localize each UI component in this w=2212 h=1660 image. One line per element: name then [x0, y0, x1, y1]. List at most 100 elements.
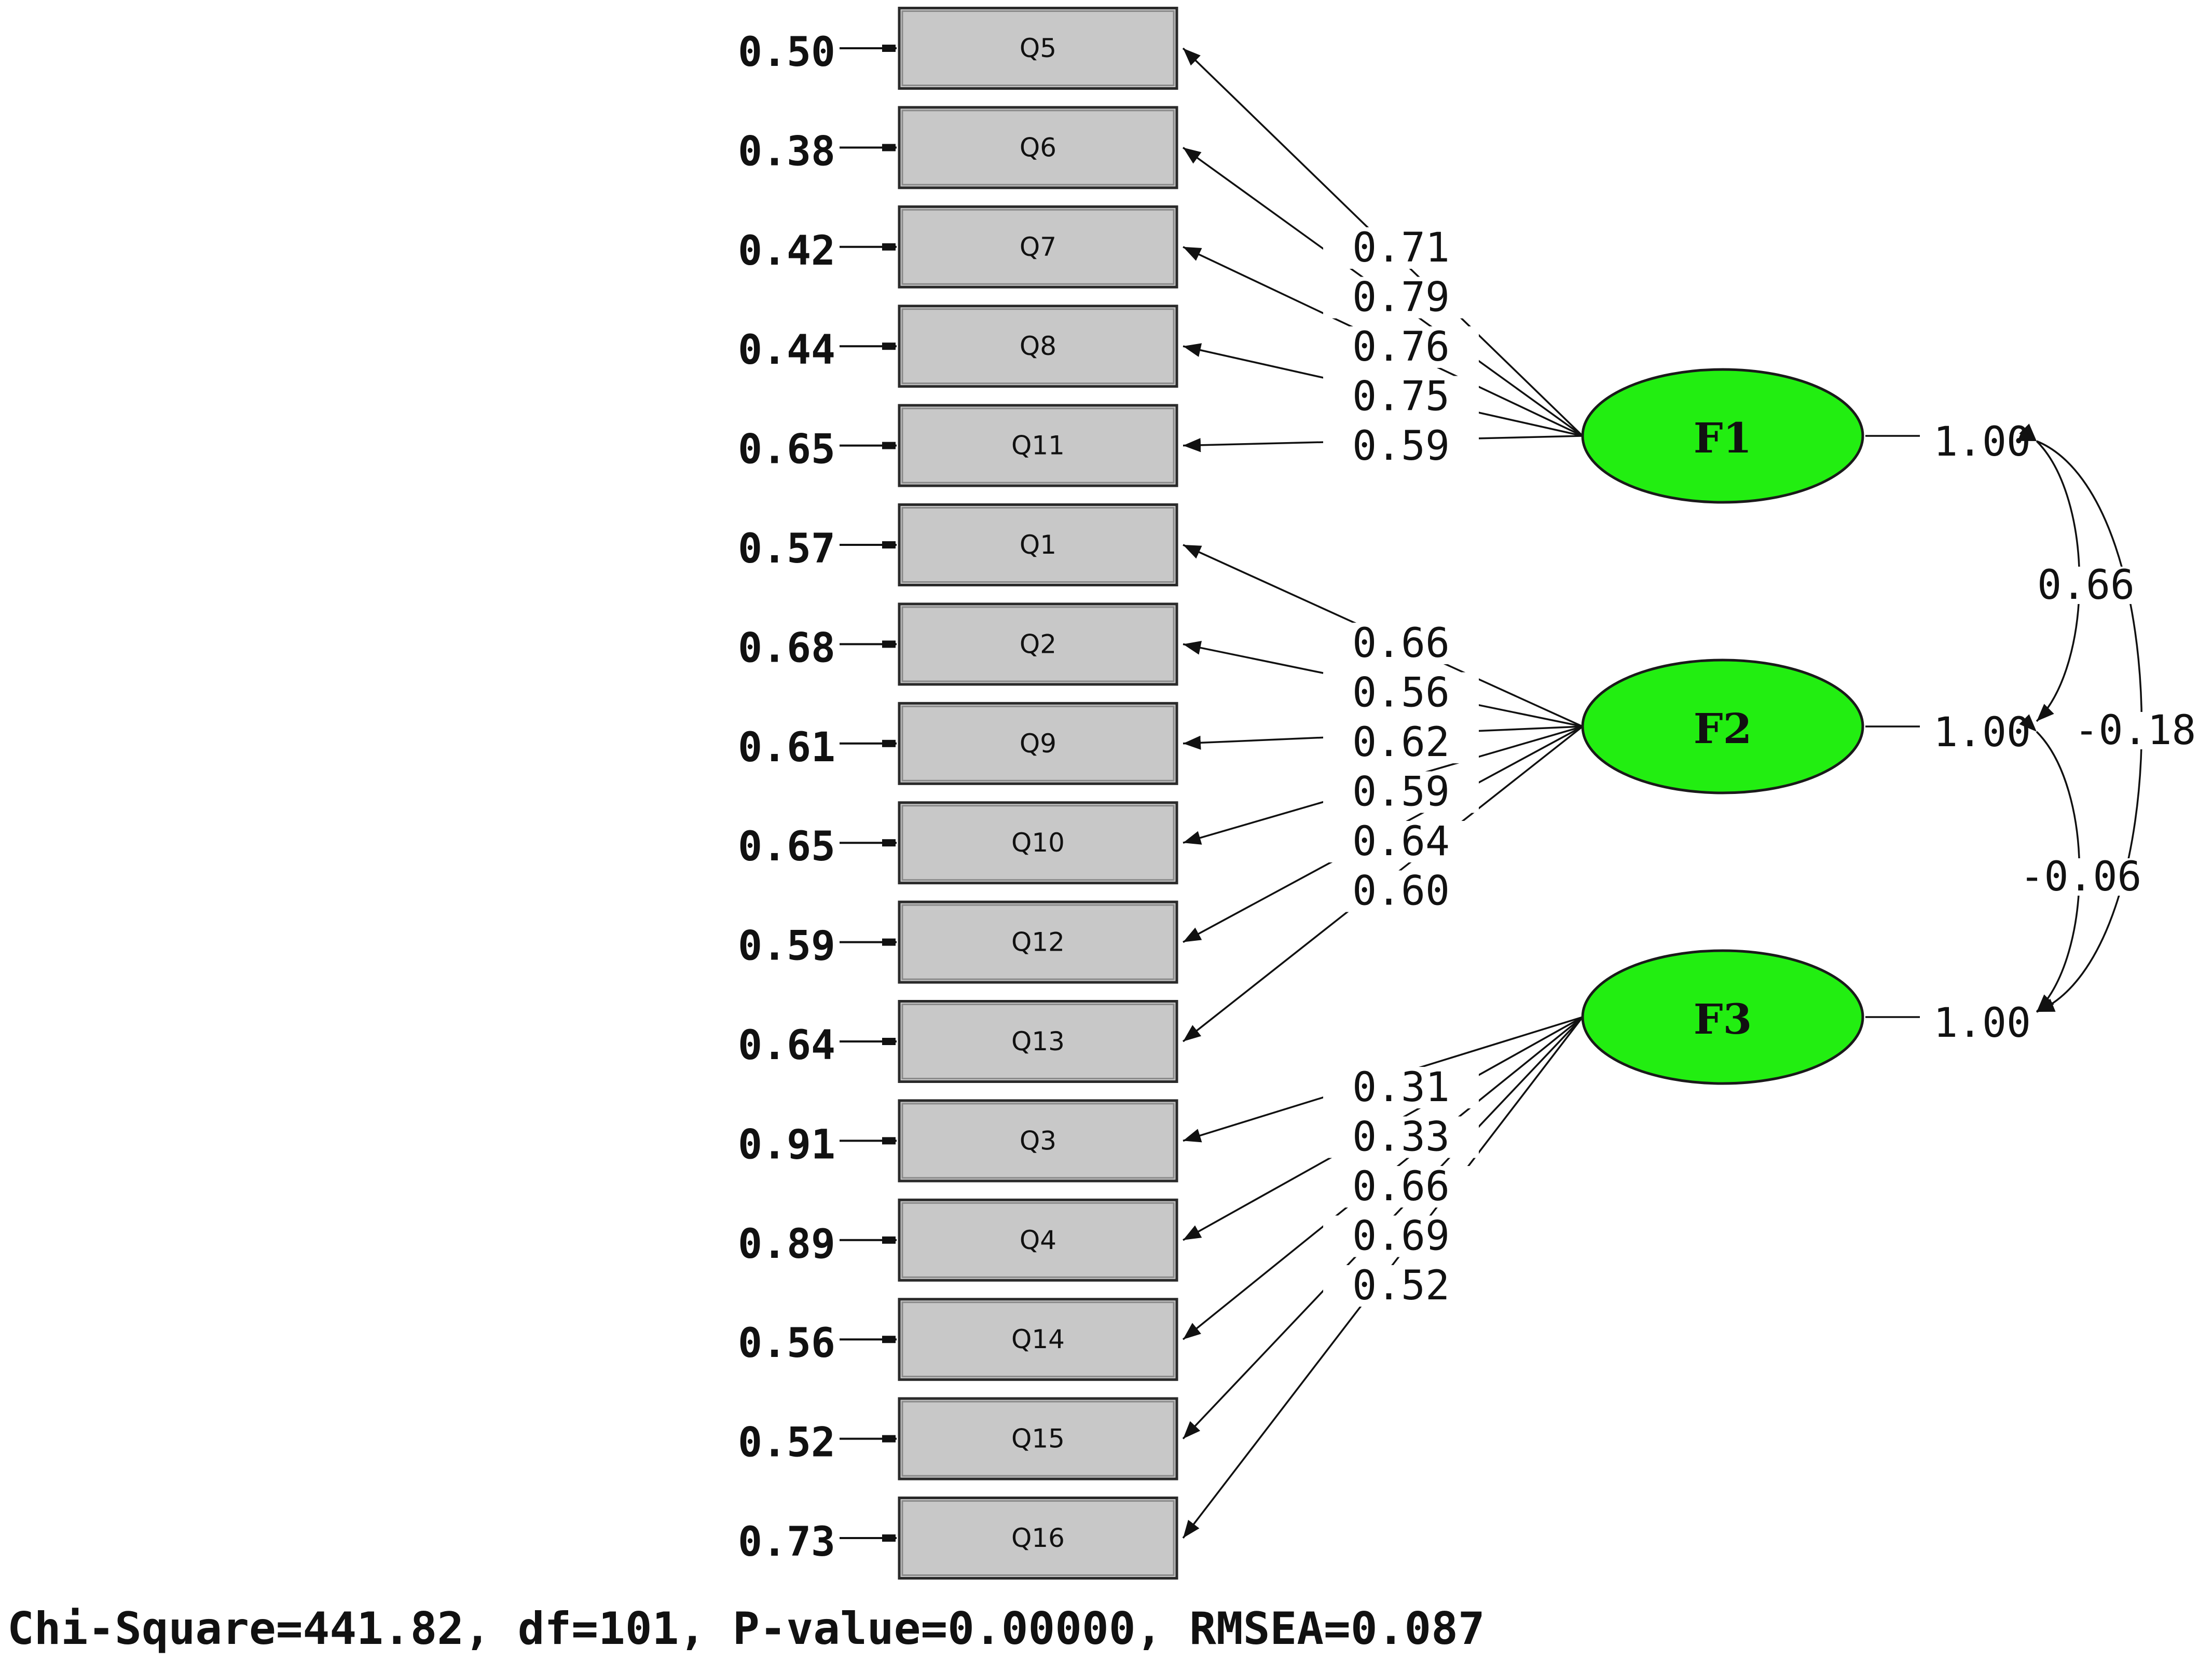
loading-label-bg [1323, 821, 1479, 862]
loading-label: 0.71 [1352, 225, 1450, 271]
error-arrow-head [882, 144, 896, 152]
correlation-label-bg [2013, 858, 2148, 896]
error-variance-label: 0.91 [738, 1121, 835, 1168]
indicator-box: Q15 [898, 1397, 1178, 1480]
correlation-label: -0.06 [2020, 854, 2142, 900]
loading-label: 0.62 [1352, 719, 1450, 766]
indicator-name: Q10 [1011, 828, 1065, 858]
error-arrow-head [882, 342, 896, 350]
error-arrow-head [882, 1435, 896, 1443]
loading-label: 0.66 [1352, 1163, 1450, 1210]
indicator-name: Q3 [1020, 1126, 1056, 1156]
loading-label-bg [1323, 672, 1479, 714]
indicator-name: Q11 [1011, 431, 1065, 461]
error-variance-label: 0.61 [738, 724, 835, 771]
error-arrow-head [882, 739, 896, 747]
indicator-box: Q10 [898, 801, 1178, 885]
error-arrow-head [882, 938, 896, 946]
loading-label: 0.52 [1352, 1263, 1450, 1309]
error-arrow-head [882, 1236, 896, 1244]
factor-ellipse [1581, 658, 1864, 794]
error-arrow-head [882, 45, 896, 52]
error-arrow-head [882, 442, 896, 449]
indicator-box: Q9 [898, 702, 1178, 785]
loading-label-bg [1323, 1265, 1479, 1307]
indicator-box: Q6 [898, 106, 1178, 189]
loading-label: 0.79 [1352, 275, 1450, 321]
error-variance-label: 0.89 [738, 1221, 835, 1268]
factor-name: F1 [1694, 414, 1752, 462]
loading-label-bg [1323, 1166, 1479, 1208]
loading-label-bg [1323, 722, 1479, 763]
indicator-box: Q3 [898, 1099, 1178, 1183]
factor-name: F2 [1694, 704, 1752, 753]
variance-label: 1.00 [1933, 419, 2031, 465]
indicator-name: Q16 [1011, 1523, 1065, 1553]
error-arrow-head [882, 541, 896, 548]
variance-label: 1.00 [1933, 1000, 2031, 1047]
loading-label: 0.76 [1352, 324, 1450, 371]
error-arrow-head [882, 1137, 896, 1145]
error-variance-label: 0.64 [738, 1022, 835, 1069]
indicator-name: Q13 [1011, 1026, 1065, 1057]
error-arrow-head [882, 640, 896, 648]
loading-label: 0.69 [1352, 1213, 1450, 1260]
indicator-name: Q12 [1011, 927, 1065, 957]
indicator-name: Q15 [1011, 1424, 1065, 1454]
indicator-box: Q7 [898, 205, 1178, 289]
loading-label: 0.59 [1352, 769, 1450, 816]
indicator-name: Q6 [1020, 132, 1056, 162]
loading-label: 0.66 [1352, 620, 1450, 667]
error-arrow-head [882, 839, 896, 847]
fit-statistics: Chi-Square=441.82, df=101, P-value=0.000… [7, 1603, 1485, 1655]
factor-ellipse [1581, 368, 1864, 504]
indicator-name: Q14 [1011, 1324, 1065, 1354]
loading-label: 0.33 [1352, 1114, 1450, 1161]
loading-label-bg [1323, 1116, 1479, 1158]
indicator-box: Q4 [898, 1198, 1178, 1282]
indicator-box: Q16 [898, 1497, 1178, 1580]
error-arrow-head [882, 1038, 896, 1045]
error-arrow-head [882, 243, 896, 251]
indicator-name: Q4 [1020, 1225, 1056, 1255]
loading-label-bg [1323, 1215, 1479, 1257]
error-variance-label: 0.56 [738, 1320, 835, 1367]
error-variance-label: 0.73 [738, 1519, 835, 1566]
error-variance-label: 0.65 [738, 427, 835, 473]
indicator-box: Q12 [898, 900, 1178, 984]
loading-label-bg [1323, 426, 1479, 467]
error-variance-label: 0.68 [738, 625, 835, 671]
indicator-box: Q2 [898, 602, 1178, 686]
indicator-box: Q14 [898, 1298, 1178, 1381]
loading-label-bg [1323, 1067, 1479, 1108]
correlation-label-bg [2018, 567, 2153, 604]
indicator-name: Q1 [1020, 530, 1056, 560]
loading-label-bg [1323, 771, 1479, 813]
indicator-name: Q9 [1020, 729, 1056, 759]
correlation-label-bg [2068, 712, 2203, 749]
loading-label-bg [1323, 227, 1479, 269]
indicator-box: Q13 [898, 1000, 1178, 1083]
error-arrow-head [882, 1336, 896, 1343]
indicator-name: Q7 [1020, 232, 1056, 262]
loading-label-bg [1323, 870, 1479, 912]
error-variance-label: 0.44 [738, 327, 835, 374]
error-arrow-head [882, 1534, 896, 1542]
error-variance-label: 0.42 [738, 228, 835, 275]
loading-label: 0.75 [1352, 374, 1450, 420]
indicator-box: Q1 [898, 503, 1178, 586]
indicator-name: Q2 [1020, 629, 1056, 659]
indicator-box: Q11 [898, 404, 1178, 487]
correlation-label: -0.18 [2074, 707, 2196, 754]
error-variance-label: 0.57 [738, 526, 835, 572]
error-variance-label: 0.65 [738, 824, 835, 870]
indicator-name: Q8 [1020, 331, 1056, 361]
loading-label: 0.60 [1352, 868, 1450, 915]
loading-label: 0.56 [1352, 670, 1450, 717]
factor-ellipse [1581, 949, 1864, 1085]
loading-label: 0.31 [1352, 1064, 1450, 1111]
loading-label-bg [1323, 326, 1479, 368]
loading-label-bg [1323, 376, 1479, 418]
indicator-name: Q5 [1020, 33, 1056, 63]
